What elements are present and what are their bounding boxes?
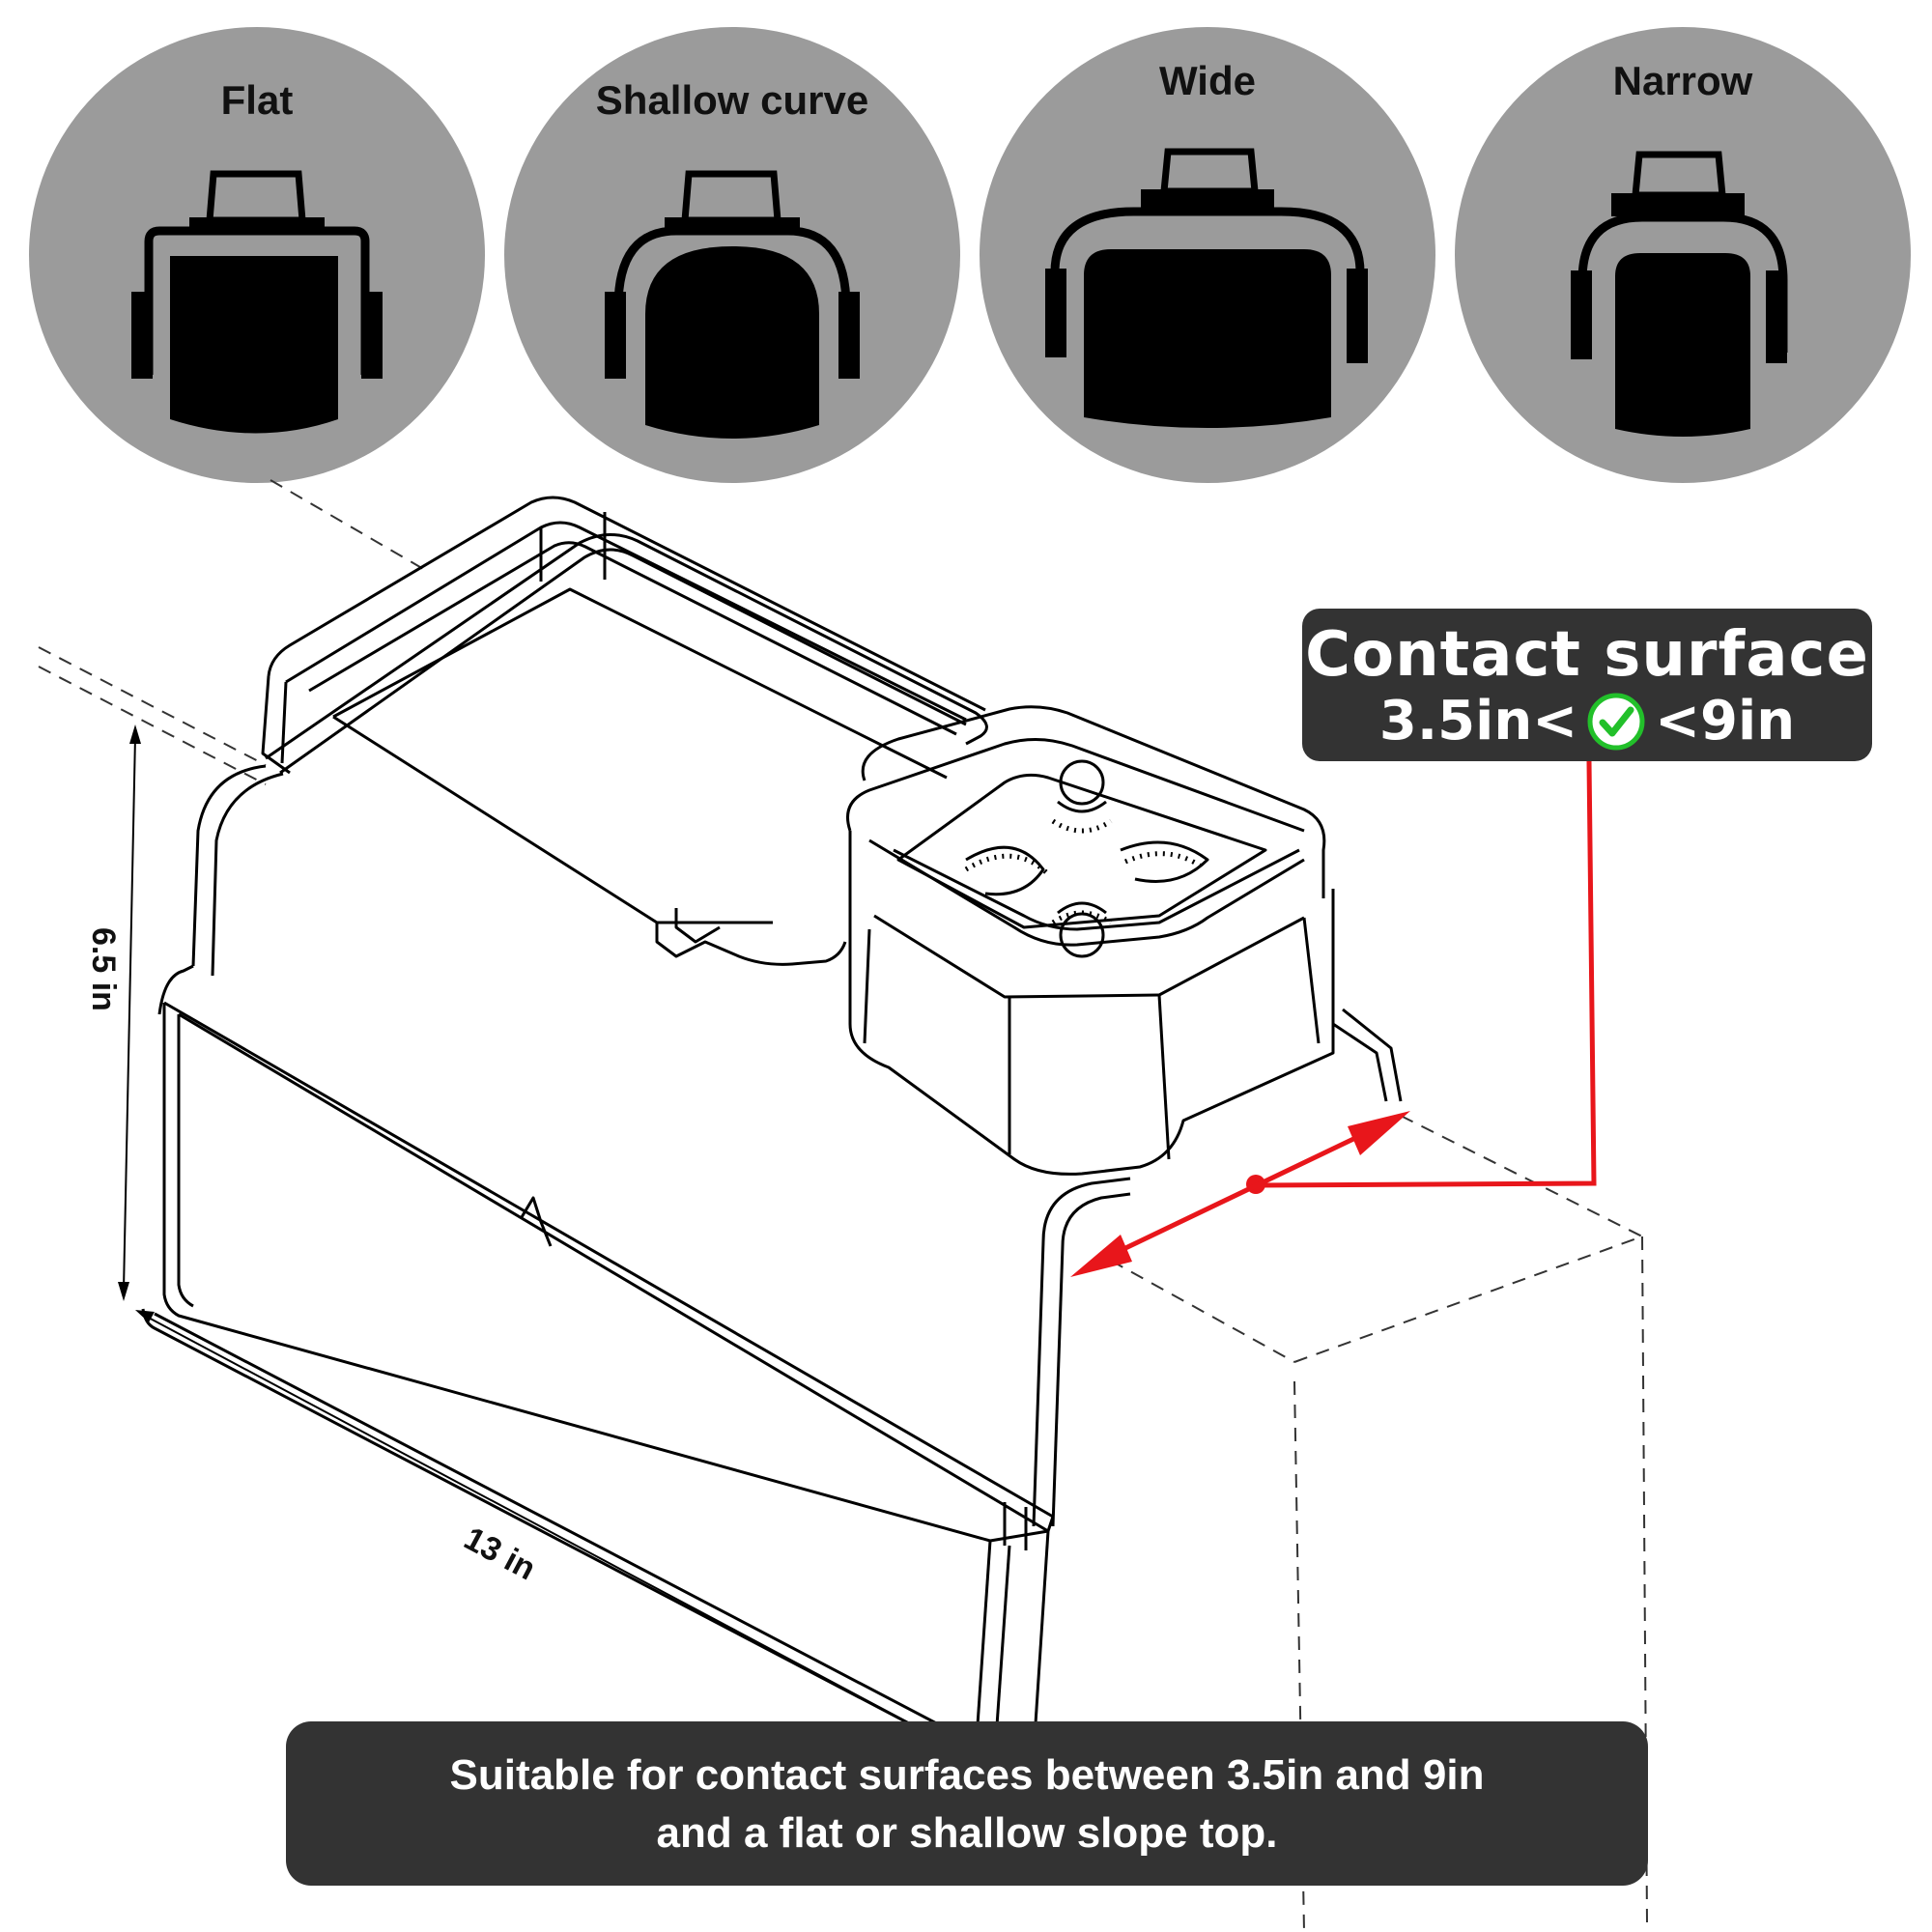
shallow-curve-console-icon: [605, 170, 860, 439]
shape-option-shallow-curve: Shallow curve: [504, 27, 960, 483]
flat-console-icon: [131, 170, 383, 434]
contact-surface-indicator: [1070, 760, 1597, 1277]
height-arrow-top: [129, 724, 141, 744]
car-console-dashed-outline: [38, 479, 1648, 1932]
shape-label-flat: Flat: [221, 77, 294, 123]
length-dimension-label: 13 in: [458, 1520, 541, 1588]
contact-min-value: 3.5in<: [1378, 690, 1578, 753]
height-dimension-line: [123, 735, 136, 1291]
dimension-markers: [118, 724, 967, 1754]
shape-label-narrow: Narrow: [1613, 58, 1753, 103]
contact-arrow-left: [1070, 1235, 1132, 1277]
shape-label-shallow-curve: Shallow curve: [596, 77, 868, 123]
shape-option-narrow: Narrow: [1455, 27, 1911, 483]
length-arrow-left: [135, 1310, 155, 1322]
wide-console-icon: [1045, 148, 1368, 428]
green-check-circle-icon: [1587, 693, 1645, 751]
console-shape-options: Flat Shallow curve: [29, 27, 1911, 483]
callout-leader-line: [1257, 760, 1597, 1188]
height-dimension-label: 6.5 in: [85, 927, 122, 1011]
console-organizer-drawing: [141, 496, 1403, 1755]
contact-surface-range: 3.5in< <9in: [1302, 690, 1872, 753]
compatibility-note: Suitable for contact surfaces between 3.…: [286, 1721, 1648, 1886]
height-arrow-bottom: [118, 1282, 129, 1301]
shape-option-wide: Wide: [980, 27, 1435, 483]
compatibility-note-line-2: and a flat or shallow slope top.: [656, 1809, 1278, 1857]
contact-surface-title: Contact surface: [1305, 619, 1869, 691]
contact-surface-callout: Contact surface 3.5in< <9in: [1302, 609, 1872, 761]
compatibility-note-line-1: Suitable for contact surfaces between 3.…: [449, 1751, 1485, 1799]
contact-arrow-right: [1348, 1111, 1410, 1155]
shape-option-flat: Flat: [29, 27, 485, 483]
contact-max-value: <9in: [1655, 690, 1796, 753]
narrow-console-icon: [1571, 151, 1788, 437]
shape-label-wide: Wide: [1159, 58, 1256, 103]
length-dimension-line: [144, 1315, 967, 1754]
contact-width-line: [1097, 1127, 1374, 1264]
